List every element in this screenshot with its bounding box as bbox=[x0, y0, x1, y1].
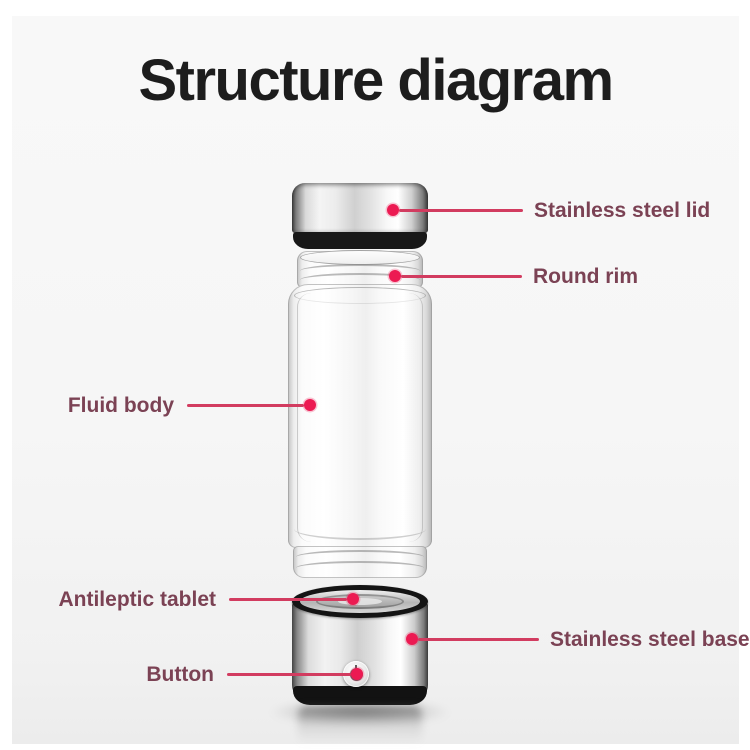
round-rim-part bbox=[297, 250, 423, 288]
callout-label: Antileptic tablet bbox=[58, 587, 216, 611]
callout-line bbox=[401, 274, 522, 278]
callout-label: Stainless steel lid bbox=[534, 198, 711, 222]
callout-dot bbox=[406, 633, 418, 645]
callout-label: Stainless steel base bbox=[550, 627, 750, 651]
thread-line bbox=[299, 264, 421, 278]
callout-label: Fluid body bbox=[67, 393, 174, 417]
callout-line bbox=[227, 672, 351, 676]
thread-line bbox=[295, 561, 425, 575]
callout-line bbox=[418, 637, 539, 641]
base-bottom-band bbox=[293, 686, 427, 705]
base-reflection bbox=[298, 706, 422, 744]
callout-dot bbox=[347, 593, 359, 605]
callout-line bbox=[187, 403, 304, 407]
photo-background: Structure diagram bbox=[12, 16, 750, 744]
page-title: Structure diagram bbox=[138, 48, 614, 113]
callout-dot bbox=[387, 204, 399, 216]
callout-line bbox=[229, 597, 347, 601]
callout-label: Button bbox=[146, 662, 214, 686]
callout-dot bbox=[304, 399, 316, 411]
callout-dot bbox=[389, 270, 401, 282]
lid-seal-band bbox=[293, 232, 427, 249]
antileptic-tablet-part bbox=[316, 594, 404, 609]
callout-dot bbox=[351, 668, 363, 680]
bottle-bottom-threads bbox=[293, 546, 427, 578]
fluid-body-part bbox=[288, 284, 432, 548]
callout-line bbox=[399, 208, 523, 212]
thread-line bbox=[299, 273, 421, 287]
callout-label: Round rim bbox=[533, 264, 638, 288]
inner-bottom-curve bbox=[294, 518, 426, 540]
stainless-steel-lid-part bbox=[292, 183, 428, 233]
thread-line bbox=[295, 550, 425, 564]
